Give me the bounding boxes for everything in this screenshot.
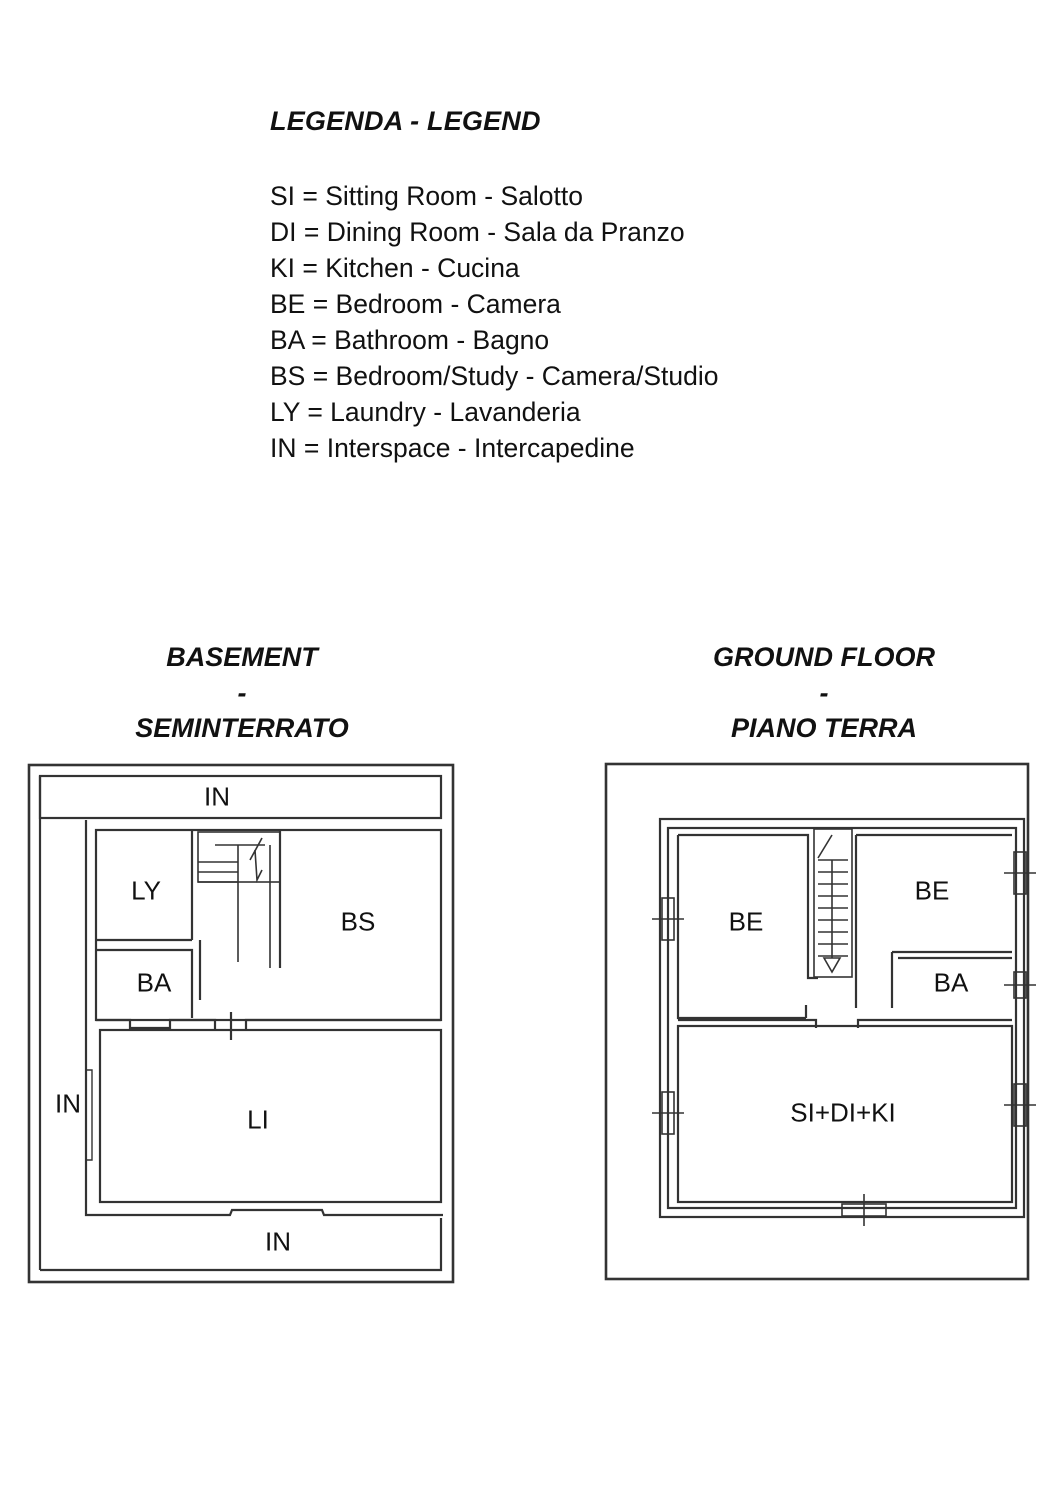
legend-item: SI = Sitting Room - Salotto: [270, 181, 583, 211]
ground-room-living: SI+DI+KI: [790, 1097, 896, 1128]
basement-room-bedroom-study: BS: [340, 906, 376, 937]
basement-laundry-wall: [96, 830, 194, 942]
ground-room-bedroom-left: BE: [728, 906, 764, 937]
basement-inner-wall: [84, 820, 443, 1217]
basement-bottom-wall: [40, 1218, 443, 1272]
ground-floor-title-it: PIANO TERRA: [730, 713, 917, 743]
legend-item: DI = Dining Room - Sala da Pranzo: [270, 217, 685, 247]
ground-bedroom-left-top: [678, 833, 818, 980]
legend-item: BA = Bathroom - Bagno: [270, 325, 550, 355]
basement-title-it: SEMINTERRATO: [135, 713, 349, 743]
legend-item: LY = Laundry - Lavanderia: [270, 397, 581, 427]
basement-left-notch: [86, 1069, 93, 1161]
basement-room-laundry: LY: [131, 875, 161, 906]
ground-inner-wall: [658, 817, 1026, 1219]
legend-item: IN = Interspace - Intercapedine: [270, 433, 635, 463]
legend-item: KI = Kitchen - Cucina: [270, 253, 520, 283]
basement-interspace-bottom: [228, 1218, 441, 1268]
legend-list: SI = Sitting Room - Salotto DI = Dining …: [270, 178, 719, 466]
ground-living-room: [676, 1024, 1014, 1204]
ground-room-bathroom: BA: [933, 967, 969, 998]
ground-outer-wall: [604, 762, 1030, 1281]
ground-bedroom-left-wall: [676, 835, 808, 1020]
basement-li-wall: [244, 1018, 441, 1030]
basement-bath-wall: [96, 948, 217, 1030]
ground-stairs: [813, 828, 853, 978]
ground-windows: [652, 851, 1036, 1226]
basement-living-room: [98, 1028, 443, 1204]
basement-room-interspace-left: IN: [55, 1088, 81, 1119]
legend-item: BS = Bedroom/Study - Camera/Studio: [270, 361, 719, 391]
basement-title: BASEMENT - SEMINTERRATO: [42, 640, 442, 747]
ground-floor-title: GROUND FLOOR - PIANO TERRA: [624, 640, 1024, 747]
basement-title-separator: -: [237, 677, 247, 708]
basement-room-interspace-top: IN: [204, 781, 230, 812]
ground-floor-plan: [604, 762, 1036, 1281]
basement-room-interspace-bottom: IN: [265, 1226, 291, 1257]
basement-outer-wall: [27, 763, 455, 1284]
legend-item: BE = Bedroom - Camera: [270, 289, 561, 319]
ground-bath-wall: [890, 950, 1012, 1008]
basement-interspace-top: [38, 774, 443, 820]
ground-room-bedroom-right: BE: [914, 875, 950, 906]
basement-title-en: BASEMENT: [166, 642, 318, 672]
ground-bedroom-right-wall: [854, 833, 1012, 1008]
ground-floor-title-en: GROUND FLOOR: [713, 642, 935, 672]
ground-floor-title-separator: -: [819, 677, 829, 708]
basement-room-bathroom: BA: [136, 967, 172, 998]
basement-stairs: [197, 831, 281, 968]
basement-plan: [27, 763, 455, 1284]
legend-title: LEGENDA - LEGEND: [270, 106, 541, 136]
basement-room-living: LI: [247, 1104, 269, 1135]
